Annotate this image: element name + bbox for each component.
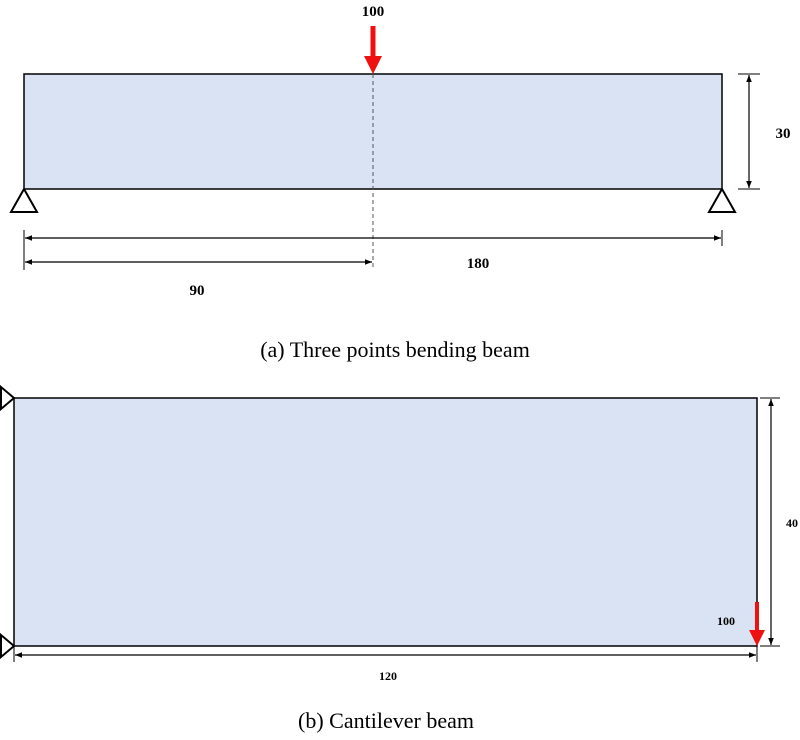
load-arrow-head-b <box>749 630 765 646</box>
triangle-support-icon <box>0 632 16 660</box>
load-arrow-a <box>364 26 382 74</box>
load-arrow-b <box>749 602 765 646</box>
triangle-support-icon <box>707 186 737 213</box>
half-span-label-a: 90 <box>190 283 205 299</box>
length-dimension-b <box>13 646 758 662</box>
load-label-a: 100 <box>362 4 385 20</box>
caption-a: (a) Three points bending beam <box>260 337 530 362</box>
caption-b: (b) Cantilever beam <box>298 708 474 733</box>
triangle-support-icon <box>0 384 16 412</box>
cantilever-diagram: 100 40 120 (b) Cantilever beam <box>0 384 798 733</box>
beam-b <box>13 397 758 647</box>
three-point-bending-diagram: 100 30 180 90 (a) Three points bending b… <box>9 4 791 362</box>
span-label-a: 180 <box>467 256 490 272</box>
triangle-support-icon <box>9 186 39 213</box>
height-dimension-b <box>760 397 780 647</box>
load-arrow-head-a <box>364 56 382 74</box>
span-dimension-a <box>23 230 723 270</box>
height-label-b: 40 <box>786 516 798 530</box>
load-label-b: 100 <box>717 614 735 628</box>
height-label-a: 30 <box>776 126 791 142</box>
height-dimension-a <box>738 73 760 190</box>
length-label-b: 120 <box>379 669 397 683</box>
